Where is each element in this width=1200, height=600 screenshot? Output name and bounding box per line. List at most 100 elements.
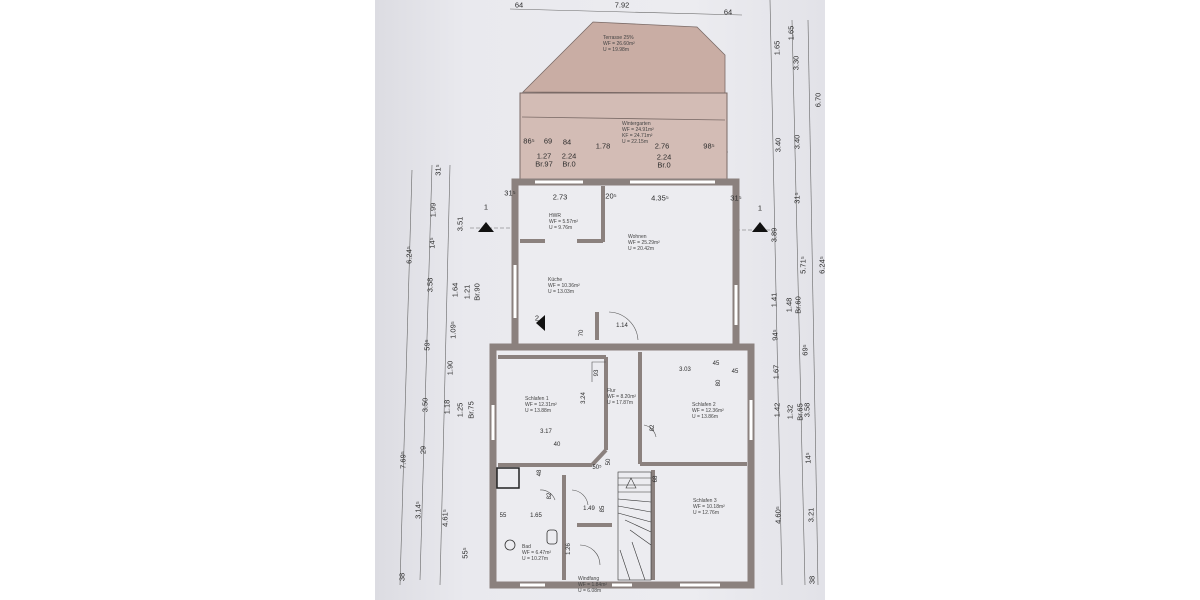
dimension-label: 4.35⁵ [651,193,669,203]
dimension-label: 40 [553,442,561,448]
room-u: U = 6.08m [578,588,602,594]
dimension-label: 68 [653,475,659,483]
dimension-label: 31⁵ [504,188,516,198]
sink-icon [546,529,558,545]
room-u: U = 13.03m [548,289,574,295]
room-kf: KF = 24.71m² [622,133,653,139]
dimension-label: 3.17 [540,429,552,435]
room-u: U = 20.42m [628,246,654,252]
dimension-label: 14⁵ [803,452,813,464]
dimension-label: 7.69⁵ [398,451,408,469]
dimension-label: 4.60⁵ [773,506,783,524]
dimension-label: 59⁵ [422,339,432,351]
dimension-label: 3.89 [769,227,779,243]
dimension-label: 2.73 [552,192,568,202]
room-name: Schlafen 3 [693,498,717,504]
dimension-label: 70 [579,329,585,337]
dimension-label: 31⁵ [433,164,443,176]
dimension-label: 20⁵ [605,191,617,201]
dimension-label: 1.14 [616,323,628,329]
dimension-label: 94⁵ [770,329,780,341]
room-u: U = 13.86m [692,414,718,420]
dimension-label: 1.67 [771,364,781,380]
dimension-label: 1.65 [772,40,782,56]
dimension-label: 1.18 [442,399,452,415]
room-u: U = 9.76m [549,225,573,231]
dimension-label: 3.21 [806,507,816,523]
wintergarden-area [519,92,728,184]
door-swings [539,311,657,566]
dimension-label: 31⁵ [730,193,742,203]
room-u: U = 17.87m [607,400,633,406]
room-u: U = 19.98m [603,47,629,53]
dimension-label: 1.64 [450,282,460,298]
terrace-area [522,21,726,94]
dimension-label: 3.40 [773,137,783,153]
dimension-label: 1.99 [428,202,438,218]
room-name: Windfang [578,576,600,582]
dimension-label: 69⁵ [800,344,810,356]
section-marker-1-right-icon [752,222,768,232]
dimension-label: 1.09⁵ [448,321,458,339]
dimension-label: 1.49 [583,506,595,512]
section-marker-label: 2 [534,313,540,323]
dimension-label: 48 [537,469,543,477]
shower-icon [496,467,520,489]
dimension-label: 1.21 [462,284,472,300]
dimension-label: 1.90 [445,360,455,376]
dimension-label: 2.24 [656,152,672,162]
dimension-label: 69 [543,136,553,146]
dimension-label: 38 [807,575,817,585]
dimension-label: 50⁵ [592,465,602,471]
dimension-label: 3.30 [791,55,801,71]
dimension-label: Br.75 [466,401,476,419]
dimension-label: 86⁵ [523,136,535,146]
room-name: Flur [607,388,616,394]
room-name: Wohnen [628,234,647,240]
room-name: Terrasse 25% [603,35,634,41]
dimension-label: Br.97 [535,159,553,169]
room-u: U = 13.88m [525,408,551,414]
dimension-label: 55⁵ [460,547,470,559]
room-wf: WF = 12.36m² [692,408,724,414]
room-u: U = 12.76m [693,510,719,516]
windows [491,180,753,587]
room-wf: WF = 6.47m² [522,550,552,556]
dimension-label: 82 [547,492,553,500]
dimension-label: 1.32 [785,404,795,420]
dimension-label: 1.41 [769,292,779,308]
dimension-label: 98⁵ [703,141,715,151]
room-u: U = 22.15m [622,139,648,145]
room-wf: WF = 10.36m² [548,283,580,289]
room-name: Bad [522,544,531,550]
toilet-icon [504,539,516,551]
dimension-label: 1.48 [784,297,794,313]
upper-floor-area [511,178,740,354]
room-wf: WF = 1.84m² [578,582,608,588]
dimension-label: 64 [723,7,733,17]
dimension-label: 80 [716,379,722,387]
room-u: U = 10.27m [522,556,548,562]
room-wf: WF = 12.31m² [525,402,557,408]
room-wf: WF = 8.20m² [607,394,637,400]
floor-plan-drawing [399,0,819,589]
room-wf: WF = 24.91m² [622,127,654,133]
dimension-label: Br.90 [472,283,482,301]
section-marker-2-icon [536,315,545,331]
dimension-label: 1.42 [772,402,782,418]
dimension-label: 3.14⁵ [413,501,423,519]
room-wf: WF = 10.18m² [693,504,725,510]
dimension-label: Br.60 [793,296,803,314]
dimension-label: 6.70 [813,92,823,108]
dimension-label: 6.24⁵ [404,246,414,264]
section-marker-1-left-icon [478,222,494,232]
dimension-label: 55 [499,513,507,519]
interior-walls [498,186,747,580]
dimension-label: 5.71⁵ [798,256,808,274]
dimension-label: 3.58 [425,277,435,293]
section-marker-label: 1 [483,202,489,212]
dimension-label: 1.26 [566,543,572,555]
dimension-label: 7.92 [614,0,630,10]
dimension-label: 2.76 [654,141,670,151]
